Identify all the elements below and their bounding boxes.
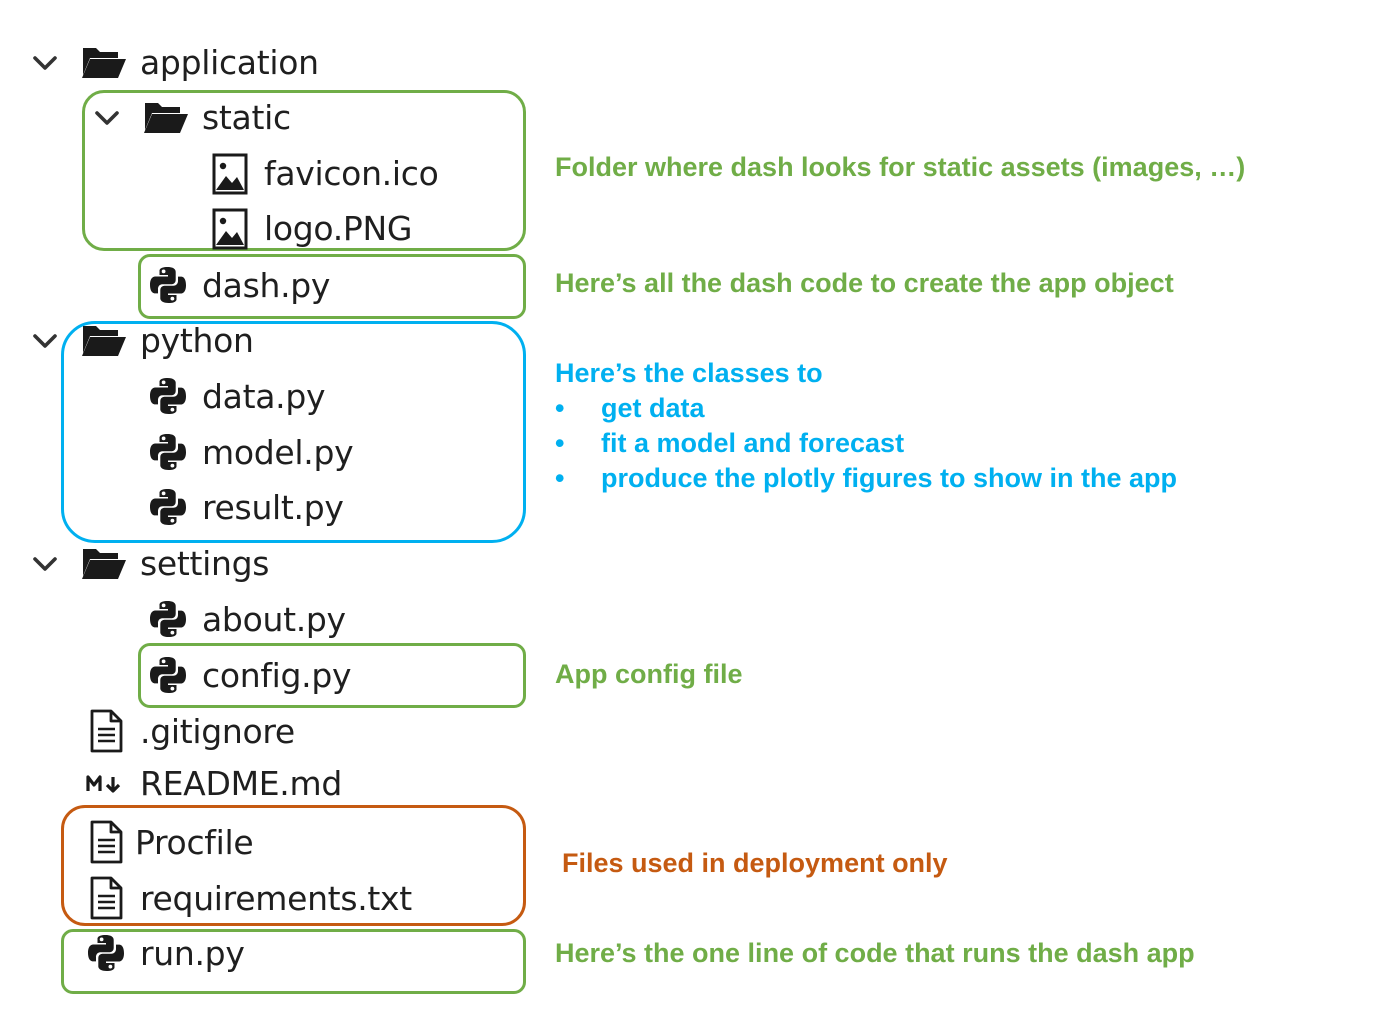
note-python-bullet: • produce the plotly figures to show in t…: [555, 461, 1177, 496]
chevron-down-icon[interactable]: [30, 326, 60, 356]
config-file-highlight-box: [138, 643, 526, 708]
tree-item-procfile[interactable]: Procfile: [135, 823, 254, 862]
tree-item-model[interactable]: model.py: [202, 433, 354, 472]
folder-open-icon: [142, 93, 190, 141]
tree-item-settings[interactable]: settings: [140, 544, 270, 583]
run-file-highlight-box: [61, 929, 526, 994]
tree-item-data[interactable]: data.py: [202, 377, 326, 416]
bullet-marker: •: [555, 428, 565, 458]
markdown-icon: [82, 760, 130, 808]
python-icon: [144, 483, 192, 531]
python-folder-highlight-box: [61, 321, 526, 543]
folder-open-icon: [80, 539, 128, 587]
tree-item-result[interactable]: result.py: [202, 488, 344, 527]
text-file-icon: [82, 818, 130, 866]
chevron-down-icon[interactable]: [30, 549, 60, 579]
tree-item-requirements[interactable]: requirements.txt: [140, 879, 412, 918]
bullet-text: fit a model and forecast: [601, 428, 905, 458]
image-file-icon: [206, 205, 254, 253]
tree-item-config[interactable]: config.py: [202, 656, 352, 695]
bullet-marker: •: [555, 393, 565, 423]
tree-item-logo[interactable]: logo.PNG: [264, 209, 413, 248]
tree-item-about[interactable]: about.py: [202, 600, 346, 639]
text-file-icon: [82, 707, 130, 755]
bullet-text: produce the plotly figures to show in th…: [601, 463, 1178, 493]
python-icon: [144, 595, 192, 643]
tree-item-gitignore[interactable]: .gitignore: [140, 712, 295, 751]
deployment-files-highlight-box: [61, 805, 526, 926]
note-python-bullet: • fit a model and forecast: [555, 426, 1177, 461]
note-python: Here’s the classes to • get data • fit a m…: [555, 356, 1177, 496]
tree-item-readme[interactable]: README.md: [140, 764, 342, 803]
folder-open-icon: [80, 316, 128, 364]
tree-item-application[interactable]: application: [140, 43, 319, 82]
text-file-icon: [82, 874, 130, 922]
note-python-title: Here’s the classes to: [555, 358, 823, 388]
chevron-down-icon[interactable]: [92, 103, 122, 133]
tree-item-static[interactable]: static: [202, 98, 291, 137]
static-folder-highlight-box: [82, 90, 526, 251]
tree-item-python[interactable]: python: [140, 321, 254, 360]
note-run: Here’s the one line of code that runs th…: [555, 938, 1195, 968]
image-file-icon: [206, 150, 254, 198]
python-icon: [144, 261, 192, 309]
chevron-down-icon[interactable]: [30, 48, 60, 78]
note-static: Folder where dash looks for static asset…: [555, 152, 1246, 182]
tree-item-dash[interactable]: dash.py: [202, 266, 331, 305]
note-dash: Here’s all the dash code to create the a…: [555, 268, 1174, 298]
tree-item-favicon[interactable]: favicon.ico: [264, 154, 439, 193]
python-icon: [144, 428, 192, 476]
note-python-bullet: • get data: [555, 391, 1177, 426]
python-icon: [144, 372, 192, 420]
dash-file-highlight-box: [138, 254, 526, 319]
python-icon: [82, 929, 130, 977]
tree-item-run[interactable]: run.py: [140, 934, 245, 973]
folder-open-icon: [80, 38, 128, 86]
bullet-text: get data: [601, 393, 705, 423]
bullet-marker: •: [555, 463, 565, 493]
python-icon: [144, 651, 192, 699]
note-deploy: Files used in deployment only: [562, 848, 948, 878]
note-config: App config file: [555, 659, 743, 689]
